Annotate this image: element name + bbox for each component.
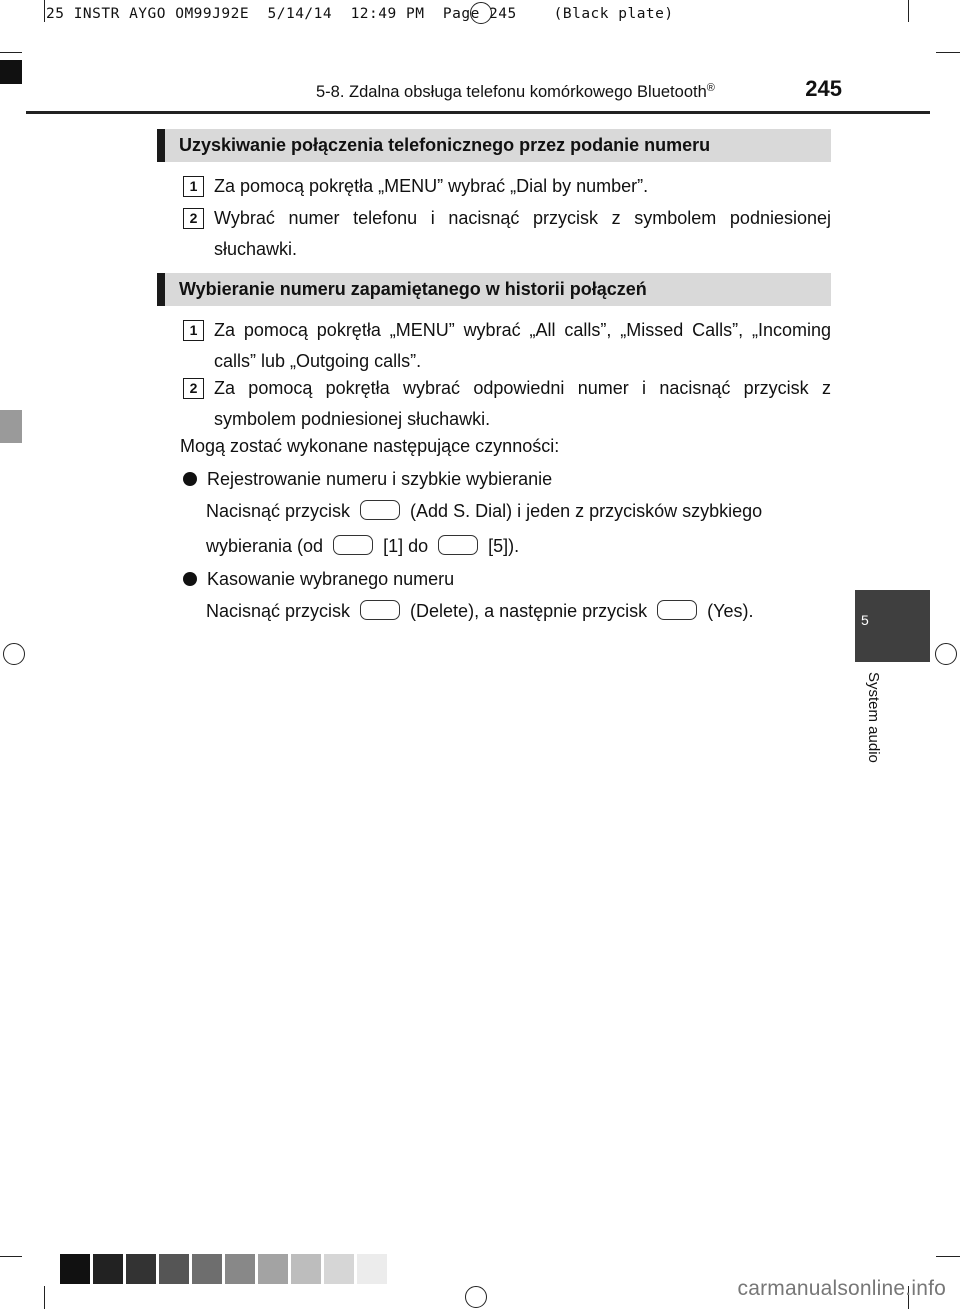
watermark: carmanualsonline.info (737, 1277, 946, 1300)
button-icon (657, 600, 698, 620)
step-item: 2 Wybrać numer telefonu i nacisnąć przyc… (183, 203, 831, 265)
color-swatch (357, 1254, 387, 1284)
color-calibration-bar (60, 1254, 390, 1284)
registered-mark: ® (706, 82, 715, 94)
instruction-text: [5]). (488, 536, 520, 556)
crop-mark (44, 1286, 45, 1309)
crop-mark (936, 52, 960, 53)
button-icon (360, 600, 401, 620)
step-text: Wybrać numer telefonu i nacisnąć przycis… (214, 208, 831, 259)
registration-mark (470, 2, 492, 24)
step-number-badge: 1 (183, 320, 204, 341)
bullet-item: Kasowanie wybranego numeru (183, 564, 454, 595)
instruction-text: [1] do (383, 536, 429, 556)
header-rule (26, 111, 930, 114)
left-edge-tab (0, 410, 22, 443)
running-header-title: 5-8. Zdalna obsługa telefonu komórkowego… (316, 83, 707, 101)
registration-mark (3, 643, 25, 665)
color-swatch (291, 1254, 321, 1284)
section-heading-call-history: Wybieranie numeru zapamiętanego w histor… (157, 273, 831, 306)
actions-intro: Mogą zostać wykonane następujące czynnoś… (180, 436, 560, 456)
chapter-number: 5 (861, 612, 869, 628)
bullet-icon (183, 572, 197, 586)
bullet-instruction-line: wybierania (od [1] do [5]). (206, 531, 519, 562)
crop-mark (0, 52, 22, 53)
bullet-instruction-line: Nacisnąć przycisk (Delete), a następnie p… (206, 596, 754, 627)
bullet-title: Rejestrowanie numeru i szybkie wybierani… (207, 469, 553, 489)
running-header: 5-8. Zdalna obsługa telefonu komórkowego… (316, 82, 715, 102)
step-text: Za pomocą pokrętła wybrać odpowiedni num… (214, 378, 831, 429)
instruction-text: Nacisnąć przycisk (206, 601, 351, 621)
step-number-badge: 1 (183, 176, 204, 197)
bullet-title: Kasowanie wybranego numeru (207, 569, 455, 589)
step-text: Za pomocą pokrętła „MENU” wybrać „Dial b… (214, 176, 649, 196)
color-swatch (126, 1254, 156, 1284)
section-heading-dial-number: Uzyskiwanie połączenia telefonicznego pr… (157, 129, 831, 162)
bullet-item: Rejestrowanie numeru i szybkie wybierani… (183, 464, 552, 495)
chapter-label: System audio (865, 672, 882, 763)
left-edge-mark (0, 60, 22, 84)
color-swatch (93, 1254, 123, 1284)
crop-mark (936, 1256, 960, 1257)
chapter-tab: 5 (855, 590, 930, 662)
bullet-icon (183, 472, 197, 486)
step-number-badge: 2 (183, 378, 204, 399)
color-swatch (60, 1254, 90, 1284)
step-item: 1 Za pomocą pokrętła „MENU” wybrać „All … (183, 315, 831, 377)
instruction-text: (Add S. Dial) i jeden z przycisków szybk… (410, 501, 763, 521)
color-swatch (192, 1254, 222, 1284)
instruction-text: (Delete), a następnie przycisk (410, 601, 648, 621)
button-icon (333, 535, 374, 555)
step-text: Za pomocą pokrętła „MENU” wybrać „All ca… (214, 320, 831, 371)
instruction-text: Nacisnąć przycisk (206, 501, 351, 521)
crop-mark (908, 0, 909, 22)
instruction-text: (Yes). (707, 601, 754, 621)
step-item: 2 Za pomocą pokrętła wybrać odpowiedni n… (183, 373, 831, 435)
crop-mark (0, 1256, 22, 1257)
page-number: 245 (805, 76, 842, 101)
instruction-text: wybierania (od (206, 536, 324, 556)
crop-mark (44, 0, 45, 22)
color-swatch (324, 1254, 354, 1284)
crop-mark (908, 1286, 909, 1309)
color-swatch (225, 1254, 255, 1284)
button-icon (438, 535, 479, 555)
step-item: 1 Za pomocą pokrętła „MENU” wybrać „Dial… (183, 171, 831, 202)
step-number-badge: 2 (183, 208, 204, 229)
bullet-instruction-line: Nacisnąć przycisk (Add S. Dial) i jeden z… (206, 496, 762, 527)
registration-mark (465, 1286, 487, 1308)
registration-mark (935, 643, 957, 665)
color-swatch (159, 1254, 189, 1284)
color-swatch (258, 1254, 288, 1284)
button-icon (360, 500, 401, 520)
